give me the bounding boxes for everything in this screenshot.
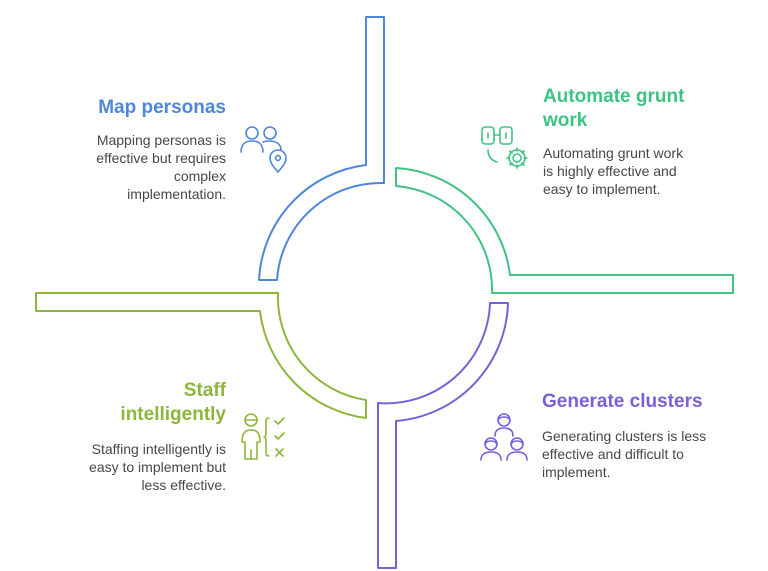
user-group-icon — [480, 413, 528, 461]
robot-gear-icon — [481, 126, 528, 169]
staff-intelligently-description: Staffing intelligently is easy to implem… — [89, 441, 226, 493]
automate-grunt-work-arm — [395, 167, 734, 294]
staff-intelligently-title: Staff intelligently — [120, 380, 226, 425]
person-checklist-icon — [241, 413, 285, 460]
automate-grunt-work-title: Automate grunt work — [543, 86, 685, 131]
map-personas-title: Map personas — [98, 97, 226, 118]
people-location-icon — [240, 126, 287, 173]
map-personas-description: Mapping personas is effective but requir… — [96, 132, 226, 202]
automate-grunt-work-description: Automating grunt work is highly effectiv… — [543, 145, 684, 197]
map-personas-arm — [258, 16, 385, 281]
generate-clusters-arm — [377, 302, 509, 569]
generate-clusters-description: Generating clusters is less effective an… — [542, 428, 707, 480]
staff-intelligently-arm — [35, 292, 367, 419]
generate-clusters-title: Generate clusters — [542, 391, 703, 412]
